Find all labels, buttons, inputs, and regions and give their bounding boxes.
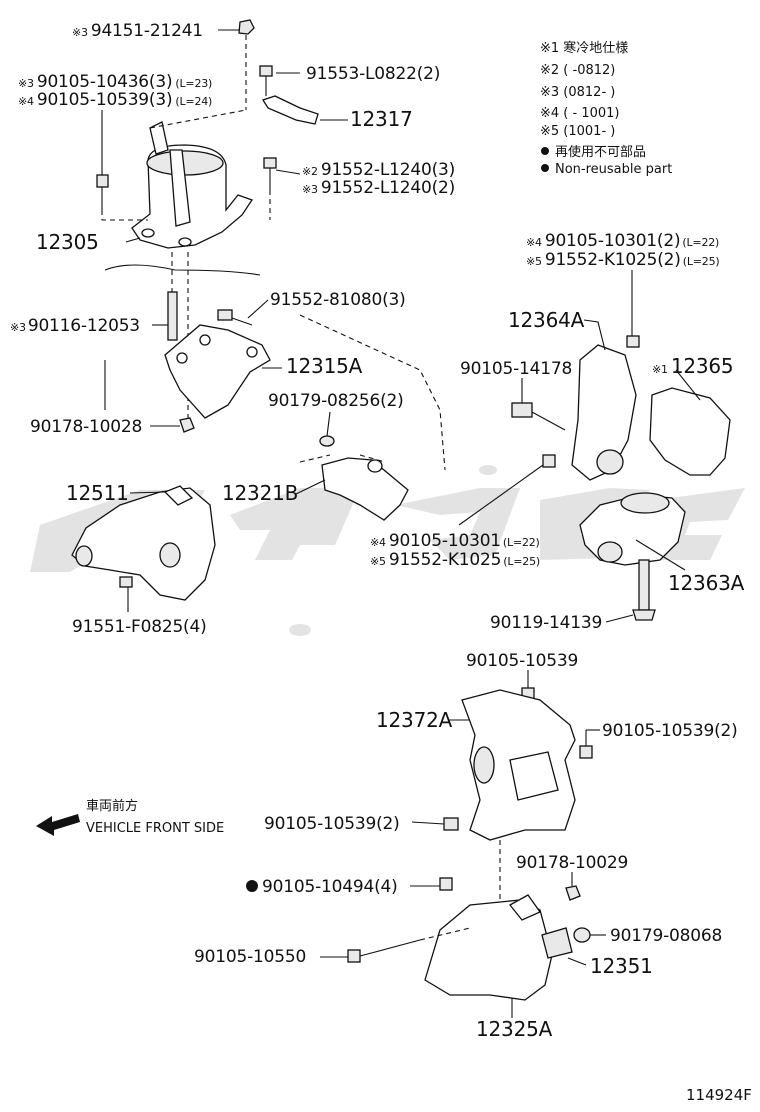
bushing-12351-icon [541,927,573,959]
label-12364A: 12364A [508,308,585,332]
guard-12365-icon [649,387,731,476]
bolt-90105-10436-icon [96,174,109,188]
label-90105-10539-r: 90105-10539(2) [602,721,738,741]
leader-lines [101,29,701,1018]
bracket-12315A-icon [164,324,271,419]
bracket-12321B-icon [321,457,409,521]
non-reusable-dot-icon [541,147,549,155]
bolt-90105-10539-r-icon [579,745,593,759]
label-91551-F0825: 91551-F0825(4) [72,617,207,637]
bolt-90119-14139-icon [638,559,650,611]
label-90105-10539-top: 90105-10539 [466,651,578,671]
engine-mount-assembly [96,19,319,249]
front-direction-en: VEHICLE FRONT SIDE [86,821,224,836]
label-91553-L0822: 91553-L0822(2) [306,64,440,84]
legend-note-4: ※4 ( - 1001) [540,106,619,121]
label-90105-10539-l: 90105-10539(2) [264,814,400,834]
legend-note-3: ※3 (0812- ) [540,85,615,100]
label-12363A: 12363A [668,571,745,595]
label-90105-10494: 90105-10494(4) [262,877,398,897]
front-arrow-icon [36,814,80,836]
legend: ※1 寒冷地仕様 ※2 ( -0812) ※3 (0812- ) ※4 ( - … [540,40,672,177]
bolt-90105-10301-icon [626,335,640,348]
rear-mount-group [347,687,593,1001]
bolt-90105-14178-icon [511,402,533,418]
bolt-90105-10494-icon [439,877,453,891]
label-12325A: 12325A [476,1017,553,1041]
non-reusable-dot-icon [541,164,549,172]
label-90179-08068: 90179-08068 [610,926,722,946]
bolt-90105-10539-l-icon [443,817,459,831]
bolt-91553-icon [259,65,273,77]
bolt-91552-L1240-icon [263,157,277,169]
bolt-91551-F0825-icon [119,576,133,588]
bracket-12511-group [71,485,216,601]
stud-90116-12053-icon [167,291,178,341]
label-90179-08256: 90179-08256(2) [268,391,404,411]
collar-90179-08068-icon [573,927,591,943]
nut-90178-10028-icon [179,417,195,433]
bolt-90105-10301-mid-icon [542,454,556,468]
bracket-12321B-group [299,435,409,521]
label-12511: 12511 [66,481,129,505]
label-12372A: 12372A [376,708,453,732]
bracket-12315A-group [104,252,446,471]
label-91552-81080: 91552-81080(3) [270,290,406,310]
legend-note-5: ※5 (1001- ) [540,124,615,139]
label-12317: 12317 [350,107,413,131]
bolt-91552-81080-icon [217,309,233,321]
legend-note-2: ※2 ( -0812) [540,63,615,78]
legend-non-reusable-jp: 再使用不可部品 [555,144,646,160]
collar-90179-08256-icon [319,435,335,447]
nut-94151-21241-icon [238,19,255,35]
nut-90178-10029-icon [565,885,581,901]
front-direction-jp: 車両前方 [86,798,138,814]
label-90119-14139: 90119-14139 [490,613,602,633]
label-12305: 12305 [36,230,99,254]
vehicle-front-indicator: 車両前方 VEHICLE FRONT SIDE [36,798,224,836]
bracket-12317-icon [262,95,319,125]
legend-note-1: ※1 寒冷地仕様 [540,40,628,56]
legend-non-reusable-en: Non-reusable part [555,162,672,177]
label-12321B: 12321B [222,481,298,505]
bracket-12511-icon [71,487,216,601]
label-90178-10029: 90178-10029 [516,853,628,873]
label-12315A: 12315A [286,354,363,378]
figure-code: 114924F [686,1086,752,1104]
label-12351: 12351 [590,954,653,978]
transmission-mount-group [458,335,731,621]
label-90105-10550: 90105-10550 [194,947,306,967]
non-reusable-dot-icon [246,880,258,892]
label-90178-10028: 90178-10028 [30,417,142,437]
bolt-90105-10550-icon [347,949,361,963]
label-90105-14178: 90105-14178 [460,359,572,379]
